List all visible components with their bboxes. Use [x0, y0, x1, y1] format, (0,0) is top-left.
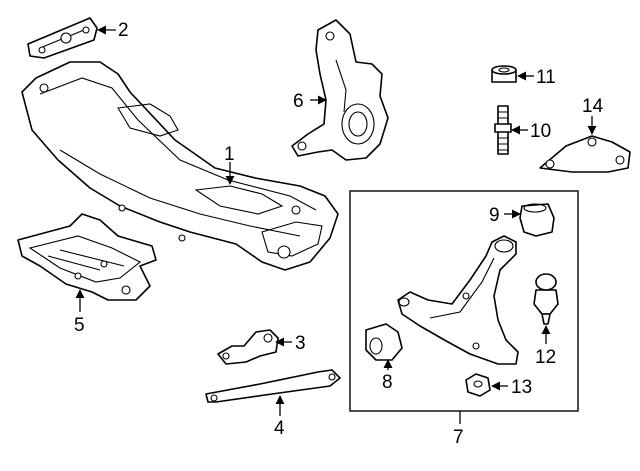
control-arm-part-7	[397, 235, 519, 365]
callout-5: 5	[74, 315, 85, 336]
nut-part-13	[465, 373, 491, 397]
nut-part-11	[491, 65, 517, 83]
callout-4: 4	[274, 418, 285, 439]
callout-8: 8	[382, 372, 393, 393]
bushing-part-9	[519, 203, 555, 237]
callout-14: 14	[582, 96, 604, 117]
under-cover-part-5	[17, 213, 157, 301]
callout-9: 9	[489, 205, 500, 226]
callout-2: 2	[118, 20, 129, 41]
callout-3: 3	[295, 333, 306, 354]
control-arm-assembly-box	[349, 190, 579, 412]
steering-knuckle-part-6	[291, 19, 389, 161]
callout-11: 11	[536, 67, 556, 88]
callout-7: 7	[453, 427, 464, 448]
bracket-part-3	[217, 329, 279, 365]
callout-6: 6	[293, 91, 304, 112]
crossmember-part-1	[21, 61, 339, 271]
ball-joint-part-12	[533, 273, 559, 325]
leader-lines	[75, 25, 597, 424]
callout-13: 13	[511, 377, 532, 398]
support-bar-part-4	[205, 369, 341, 403]
callout-1: 1	[224, 144, 235, 165]
plate-part-14	[539, 135, 631, 173]
callout-labels: 1 2 3 4 5 6 7 8 9 10 11 12 13 14	[74, 20, 604, 448]
callout-10: 10	[530, 121, 551, 142]
stud-bolt-part-10	[494, 105, 512, 155]
bushing-part-8	[365, 323, 403, 361]
bracket-part-2	[27, 17, 98, 59]
callout-12: 12	[535, 347, 556, 368]
